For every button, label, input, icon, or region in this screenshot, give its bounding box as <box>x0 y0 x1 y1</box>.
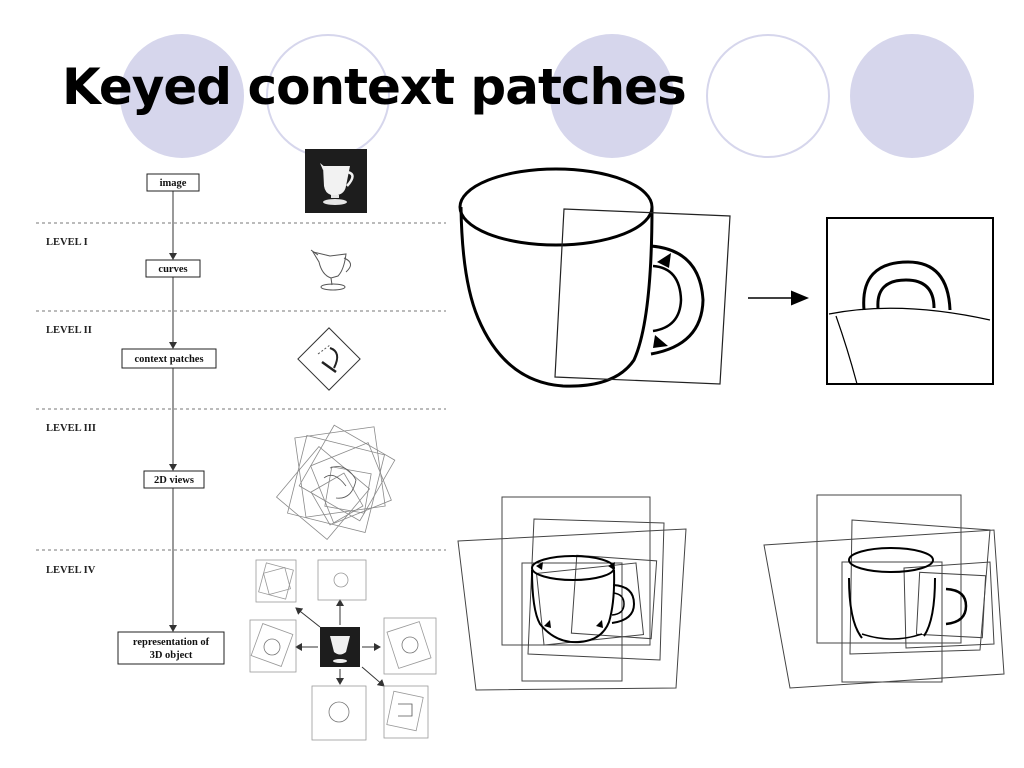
svg-text:2D views: 2D views <box>154 475 194 486</box>
jug-photo-thumbnail <box>305 149 367 213</box>
decor-circle-3 <box>550 34 674 158</box>
pipeline-diagram: LEVEL I LEVEL II LEVEL III LEVEL IV imag… <box>36 149 446 741</box>
slide-title: Keyed context patches <box>62 58 687 116</box>
jug-curves-thumbnail <box>310 249 351 291</box>
decor-circle-5 <box>850 34 974 158</box>
svg-text:context patches: context patches <box>134 354 203 365</box>
decor-circle-4 <box>706 34 830 158</box>
decor-circle-1 <box>120 34 244 158</box>
stage-box-2d-views: 2D views <box>143 470 205 489</box>
level-label: LEVEL III <box>46 423 96 434</box>
stage-box-3d-object: representation of 3D object <box>117 631 225 665</box>
svg-text:curves: curves <box>158 264 187 275</box>
svg-text:3D object: 3D object <box>150 650 193 661</box>
cup-overlapping-patches-a <box>457 496 687 691</box>
context-patch-thumbnail <box>297 327 361 391</box>
svg-text:representation of: representation of <box>133 637 210 648</box>
views-cluster-thumbnail <box>275 424 396 541</box>
multi-view-representation <box>249 559 437 741</box>
stage-box-curves: curves <box>145 259 201 278</box>
stage-box-context-patches: context patches <box>121 348 217 369</box>
level-label: LEVEL II <box>46 325 92 336</box>
zoomed-patch <box>826 217 994 385</box>
svg-text:image: image <box>160 178 187 189</box>
cup-with-context-patch <box>458 167 731 388</box>
stage-box-image: image <box>146 173 200 192</box>
level-label: LEVEL IV <box>46 565 96 576</box>
level-label: LEVEL I <box>46 237 88 248</box>
cup-overlapping-patches-b <box>763 494 1005 689</box>
